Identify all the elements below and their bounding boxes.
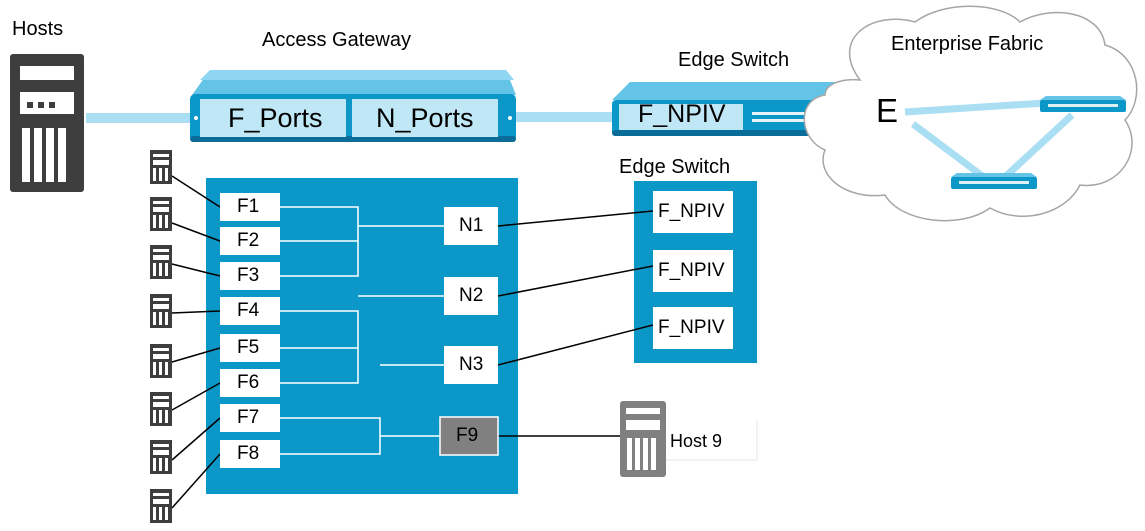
edge-fnpiv-boxes <box>653 191 733 349</box>
e-port-label: E <box>876 92 899 129</box>
enterprise-fabric-cloud <box>803 5 1138 222</box>
edge-fnpiv-port-label: F_NPIV <box>658 260 725 281</box>
n-port-label: N1 <box>459 215 484 236</box>
uplink-lines <box>497 210 654 437</box>
edge-switch-label: Edge Switch <box>678 49 790 71</box>
n-port-label: N3 <box>459 354 484 375</box>
f-port-label: F5 <box>237 337 260 358</box>
edge-switch-detail-label: Edge Switch <box>619 156 731 178</box>
hosts-server-icon <box>10 54 84 192</box>
f-port-label: F8 <box>237 443 260 464</box>
host9-label: Host 9 <box>670 431 723 451</box>
gateway-f-ports-label: F_Ports <box>228 103 323 133</box>
host-server-icons <box>150 150 172 523</box>
f-port-label: F3 <box>237 265 260 286</box>
f9-port-box <box>439 416 499 456</box>
link-host-gateway <box>86 113 198 123</box>
enterprise-fabric-label: Enterprise Fabric <box>891 33 1044 55</box>
host9-server-icon <box>620 401 666 477</box>
edge-fnpiv-port-label: F_NPIV <box>658 201 725 222</box>
f-port-label: F4 <box>237 300 260 321</box>
f-port-label: F2 <box>237 230 260 251</box>
f-port-label: F6 <box>237 372 260 393</box>
f-port-label: F7 <box>237 407 260 428</box>
f-port-boxes <box>220 193 280 468</box>
edge-switch-icon <box>612 82 862 136</box>
f-port-label: F1 <box>237 196 260 217</box>
internal-wiring <box>280 206 444 455</box>
f9-port-label: F9 <box>456 425 479 446</box>
access-gateway-switch-icon <box>190 70 516 142</box>
n-port-label: N2 <box>459 285 484 306</box>
edge-fnpiv-label: F_NPIV <box>638 100 726 128</box>
gateway-n-ports-label: N_Ports <box>376 103 474 133</box>
host-links <box>171 175 221 509</box>
access-gateway-label: Access Gateway <box>262 29 411 51</box>
hosts-label: Hosts <box>12 18 64 40</box>
link-gateway-edge <box>514 112 618 122</box>
edge-fnpiv-port-label: F_NPIV <box>658 317 725 338</box>
n-port-boxes <box>444 207 498 384</box>
